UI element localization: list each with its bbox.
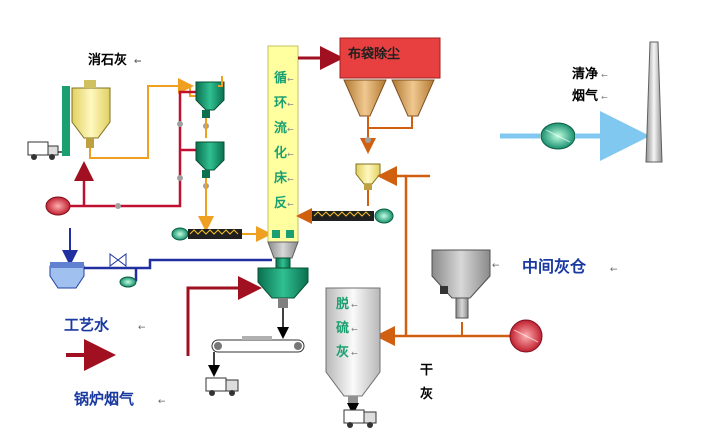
screw-conveyor-left <box>171 227 242 241</box>
screw-conveyor-right <box>312 208 394 224</box>
cfb-char-2: 环 <box>274 96 287 111</box>
cfb-marker-3: ← <box>287 125 294 134</box>
belt-conveyor <box>211 336 305 353</box>
dry-ash-label-2: 灰 <box>420 386 433 402</box>
cfb-char-5: 床 <box>274 170 288 186</box>
blower-fan-icon <box>45 196 71 216</box>
clean-gas-marker-1: ← <box>601 71 608 80</box>
process-water-marker: ← <box>138 323 146 333</box>
cfb-char-4: 化 <box>274 145 287 161</box>
cfb-marker-1: ← <box>287 75 294 84</box>
truck-icon-bottom-center <box>343 409 377 428</box>
cfb-marker-5: ← <box>287 175 294 184</box>
desulf-marker-1: ← <box>351 301 358 310</box>
desulf-char-3: 灰 <box>336 344 349 360</box>
cfb-char-6: 反 <box>274 195 287 211</box>
pneumatic-blower-icon <box>509 319 543 353</box>
column-transition <box>257 241 309 308</box>
intermediate-silo-label: 中间灰仓 <box>522 257 587 276</box>
clean-gas-label-1: 清净 <box>572 66 598 82</box>
water-tank <box>49 262 85 289</box>
process-water-label: 工艺水 <box>64 316 110 334</box>
lime-label-marker: ← <box>134 57 142 67</box>
lime-label: 消石灰 <box>88 52 127 68</box>
desulfurization-ash-silo <box>325 287 381 404</box>
intermediate-ash-silo <box>431 249 491 319</box>
truck-icon <box>27 141 59 160</box>
boiler-flue-gas-marker: ← <box>158 397 166 407</box>
small-ash-hopper <box>355 163 381 190</box>
intermediate-silo-top-marker: ← <box>492 261 500 271</box>
green-hopper-top <box>195 81 225 129</box>
truck-icon-bottom-left <box>205 377 239 396</box>
bag-filter-label: 布袋除尘 <box>348 46 400 62</box>
valve-icon <box>109 253 127 267</box>
desulf-char-1: 脱 <box>336 296 349 312</box>
induced-draft-fan-icon <box>540 122 576 150</box>
bag-filter <box>339 37 441 117</box>
desulf-marker-2: ← <box>351 325 358 334</box>
cfb-reactor-column <box>267 45 299 243</box>
boiler-flue-gas-label: 锅炉烟气 <box>74 390 134 408</box>
green-hopper-bottom <box>195 141 225 189</box>
cfb-char-1: 循 <box>274 70 287 86</box>
clean-gas-label-2: 烟气 <box>572 88 598 104</box>
lime-silo <box>62 80 111 156</box>
water-pump-icon <box>119 276 137 288</box>
cfb-marker-6: ← <box>287 200 294 209</box>
dry-ash-label-1: 干 <box>420 363 433 378</box>
clean-gas-marker-2: ← <box>601 93 608 102</box>
intermediate-silo-marker: ← <box>610 265 618 275</box>
desulf-char-2: 硫 <box>336 320 349 336</box>
flue-gas-pipe-upper <box>70 90 198 208</box>
desulf-marker-3: ← <box>351 349 358 358</box>
chimney-stack <box>645 41 663 163</box>
cfb-char-3: 流 <box>274 120 287 136</box>
cfb-marker-2: ← <box>287 100 294 109</box>
cfb-marker-4: ← <box>287 150 294 159</box>
